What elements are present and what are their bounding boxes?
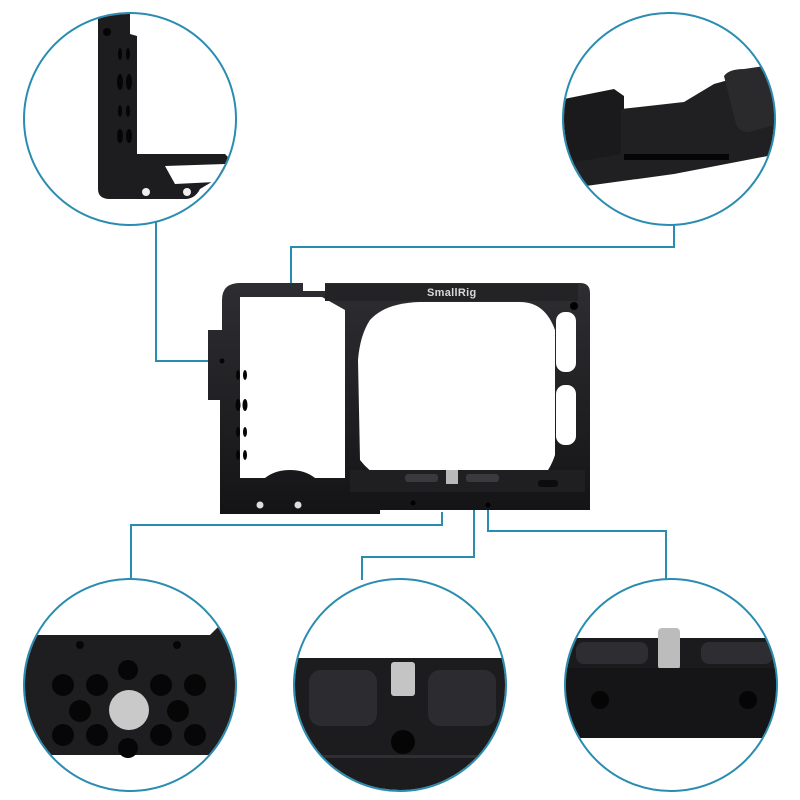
callout-quick-release-screw [293,578,507,792]
quick-release-detail-image [295,658,505,790]
bottom-holes-detail-image [25,620,235,758]
side-rail-detail-image [98,14,235,199]
callout-bottom-holes [23,578,237,792]
cold-shoe-detail-image [564,64,774,189]
callout-side-handle-mount [23,12,237,226]
callout-cold-shoe [562,12,776,226]
callout-side-threaded-holes [564,578,778,792]
screw-head-icon [109,690,149,730]
side-holes-detail-image [566,628,776,738]
brand-logo: SmallRig [427,287,477,299]
